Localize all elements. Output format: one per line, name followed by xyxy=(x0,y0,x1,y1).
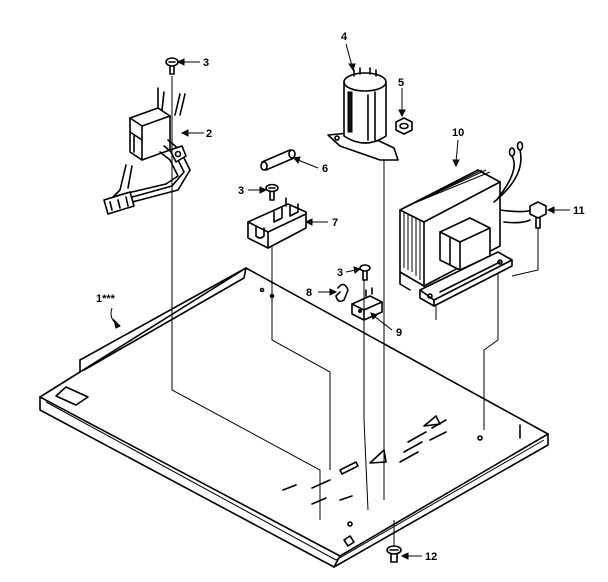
callout-8: 8 xyxy=(306,287,312,299)
callout-11: 11 xyxy=(573,205,585,217)
callout-6: 6 xyxy=(322,163,328,175)
leader-arrows xyxy=(110,43,570,560)
callout-1: 1*** xyxy=(96,293,116,305)
screw-11 xyxy=(529,201,547,229)
callout-labels: 1*** 2 3 3 3 4 5 6 7 8 9 10 11 12 xyxy=(96,31,585,563)
screw-3-right xyxy=(359,264,371,281)
fuse-holder xyxy=(247,197,307,249)
callout-5: 5 xyxy=(398,77,404,89)
callout-4: 4 xyxy=(341,31,348,43)
callout-2: 2 xyxy=(206,128,212,140)
screw-12 xyxy=(386,545,402,563)
callout-3-mid: 3 xyxy=(238,185,244,197)
callout-10: 10 xyxy=(452,127,464,139)
callout-3-right: 3 xyxy=(337,267,343,279)
transformer xyxy=(399,141,537,307)
base-plate xyxy=(39,267,549,568)
clip-8 xyxy=(335,283,349,303)
screw-3-mid xyxy=(265,183,279,201)
screw-3-top xyxy=(165,57,179,75)
explode-lines xyxy=(171,76,539,546)
nut-5 xyxy=(395,117,413,135)
wire-harness-block xyxy=(103,87,191,215)
callout-12: 12 xyxy=(425,551,437,563)
callout-3-top: 3 xyxy=(203,57,209,69)
callout-9: 9 xyxy=(396,327,402,339)
callout-7: 7 xyxy=(332,217,338,229)
fuse xyxy=(260,149,296,171)
capacitor xyxy=(327,67,399,161)
